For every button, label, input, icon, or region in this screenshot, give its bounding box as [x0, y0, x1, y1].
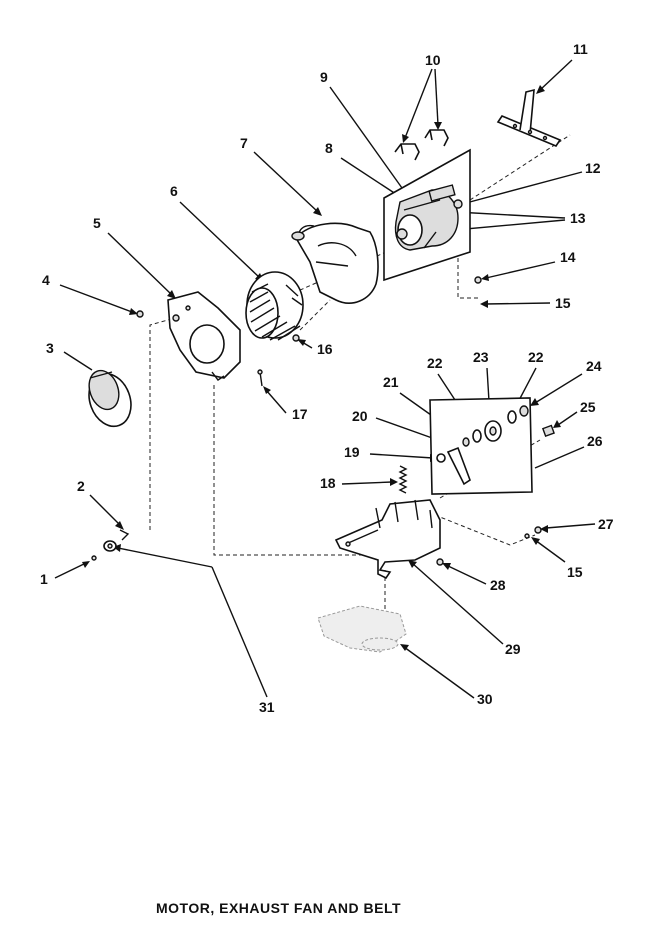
- clip-1: [91, 555, 97, 561]
- motor-clip-right: [424, 129, 449, 147]
- callout-15-top: 15: [555, 295, 571, 311]
- callout-17: 17: [292, 406, 308, 422]
- screw-16: [292, 334, 300, 342]
- callout-13: 13: [570, 210, 586, 226]
- washer-22-right: [507, 410, 517, 424]
- tension-spring: [398, 465, 408, 494]
- callout-30: 30: [477, 691, 493, 707]
- nut-24: [519, 405, 529, 417]
- callout-1: 1: [40, 571, 48, 587]
- callout-7: 7: [240, 135, 248, 151]
- callout-22-left: 22: [427, 355, 443, 371]
- callout-21: 21: [383, 374, 399, 390]
- bushing-21: [462, 437, 470, 447]
- callout-6: 6: [170, 183, 178, 199]
- callout-23: 23: [473, 349, 489, 365]
- callout-8: 8: [325, 140, 333, 156]
- callout-25: 25: [580, 399, 596, 415]
- callout-20: 20: [352, 408, 368, 424]
- callout-31: 31: [259, 699, 275, 715]
- callout-22-right: 22: [528, 349, 544, 365]
- callout-5: 5: [93, 215, 101, 231]
- nut-25: [541, 424, 555, 438]
- diagram-title: MOTOR, EXHAUST FAN AND BELT: [156, 900, 401, 916]
- callout-12: 12: [585, 160, 601, 176]
- callout-9: 9: [320, 69, 328, 85]
- callout-4: 4: [42, 272, 50, 288]
- callout-28: 28: [490, 577, 506, 593]
- fan-bracket-plate: [167, 291, 241, 381]
- screw-27: [534, 526, 542, 534]
- motor-base-bracket: [334, 499, 441, 580]
- callout-18: 18: [320, 475, 336, 491]
- callout-26: 26: [587, 433, 603, 449]
- callout-19: 19: [344, 444, 360, 460]
- screw-4: [136, 310, 144, 318]
- callout-27: 27: [598, 516, 614, 532]
- callout-14: 14: [560, 249, 576, 265]
- callout-24: 24: [586, 358, 602, 374]
- assembly-dashed-lines: [149, 134, 571, 640]
- screw-14: [474, 276, 482, 284]
- fan-housing: [291, 222, 379, 304]
- washer-22-left: [472, 429, 482, 443]
- idler-arm: [496, 88, 562, 147]
- screw-28: [436, 558, 444, 566]
- callout-16: 16: [317, 341, 333, 357]
- motor-clip-left: [394, 143, 420, 161]
- callout-15-bottom: 15: [567, 564, 583, 580]
- callout-11: 11: [573, 41, 588, 57]
- screw-15-bottom: [524, 533, 530, 539]
- arm-20: [446, 446, 471, 486]
- washer-19: [436, 453, 446, 463]
- drive-motor: [394, 184, 463, 251]
- callout-29: 29: [505, 641, 521, 657]
- callout-3: 3: [46, 340, 54, 356]
- idler-wheel-2: [103, 529, 130, 552]
- belt-roller: [88, 369, 132, 428]
- callout-10: 10: [425, 52, 441, 68]
- pin-17: [257, 369, 263, 387]
- idler-bracket-frame: [429, 397, 533, 495]
- fan-wheel: [245, 271, 304, 341]
- idler-pulley: [484, 420, 502, 442]
- callout-2: 2: [77, 478, 85, 494]
- base-mount: [317, 605, 407, 653]
